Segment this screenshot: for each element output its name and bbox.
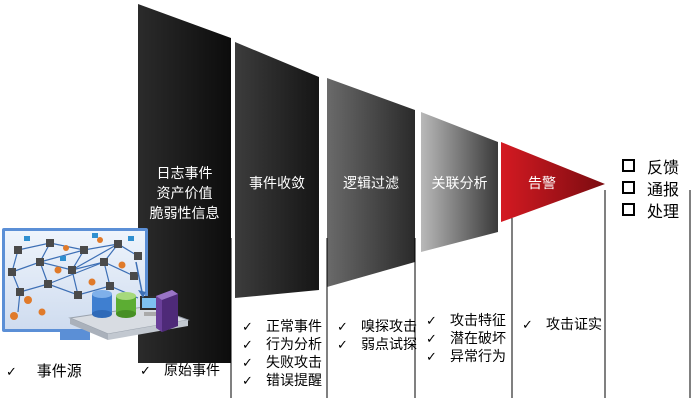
col4-item: ✓ 潜在破坏 [426, 330, 506, 349]
col5-text: 攻击证实 [546, 317, 602, 333]
stage-line: 资产价值 [156, 186, 213, 202]
col4-text: 异常行为 [450, 349, 506, 365]
check-icon: ✓ [242, 374, 253, 389]
check-icon: ✓ [337, 320, 348, 335]
col4-text: 攻击特征 [450, 313, 506, 329]
col3-text: 弱点试探 [361, 337, 417, 353]
check-icon: ✓ [242, 338, 253, 353]
checkbox-icon [622, 203, 635, 216]
check-icon: ✓ [337, 338, 348, 353]
col5-item: ✓ 攻击证实 [522, 316, 602, 335]
computer [140, 296, 158, 316]
col2-text: 错误提醒 [266, 373, 322, 389]
col2-item: ✓ 错误提醒 [242, 372, 322, 391]
col2-text: 正常事件 [266, 319, 322, 335]
stage-shape-3 [327, 78, 415, 287]
col3-text: 嗅探攻击 [361, 319, 417, 335]
database-green [116, 292, 136, 318]
col2-item: ✓ 正常事件 [242, 318, 322, 337]
col2-item: ✓ 失败攻击 [242, 354, 322, 373]
check-icon: ✓ [242, 356, 253, 371]
stage-label-event-convergence: 事件收敛 [235, 174, 319, 194]
checkbox-icon [622, 181, 635, 194]
stage-label-correlation: 关联分析 [421, 174, 498, 194]
checkbox-icon [622, 159, 635, 172]
event-source-label: ✓ 事件源 [6, 362, 82, 382]
event-source-text: 事件源 [36, 362, 82, 380]
monitor-stand [60, 332, 90, 340]
output-label: 处理 [647, 202, 680, 221]
server-tower [156, 290, 178, 332]
check-icon: ✓ [242, 320, 253, 335]
stage-shape-1 [138, 4, 231, 363]
col1-item: ✓ 原始事件 [140, 362, 220, 381]
col3-item: ✓ 弱点试探 [337, 336, 417, 355]
output-label: 通报 [647, 180, 680, 199]
stage-line: 日志事件 [156, 166, 213, 182]
stage-label-alert: 告警 [512, 174, 572, 194]
check-icon: ✓ [6, 365, 17, 380]
check-icon: ✓ [426, 332, 437, 347]
col2-text: 行为分析 [266, 337, 322, 353]
stage-label-log-events: 日志事件 资产价值 脆弱性信息 [138, 164, 231, 224]
col1-text: 原始事件 [164, 363, 220, 379]
output-item-report: 通报 [622, 179, 679, 201]
database-blue [92, 290, 112, 318]
output-label: 反馈 [647, 158, 680, 177]
stage-line: 事件收敛 [249, 176, 305, 192]
stage-line: 逻辑过滤 [343, 176, 399, 192]
col4-item: ✓ 异常行为 [426, 348, 506, 367]
col2-item: ✓ 行为分析 [242, 336, 322, 355]
stage-shape-2 [235, 42, 319, 298]
stage-line: 告警 [528, 176, 556, 192]
output-item-feedback: 反馈 [622, 157, 679, 179]
check-icon: ✓ [140, 364, 151, 379]
stage-shape-4 [421, 112, 498, 252]
col2-text: 失败攻击 [266, 355, 322, 371]
network-illustration [2, 228, 190, 340]
col4-text: 潜在破坏 [450, 331, 506, 347]
stage-line: 脆弱性信息 [149, 206, 220, 222]
stage-line: 关联分析 [431, 176, 488, 192]
col4-item: ✓ 攻击特征 [426, 312, 506, 331]
col3-item: ✓ 嗅探攻击 [337, 318, 417, 337]
stage-shape-5 [501, 142, 605, 222]
check-icon: ✓ [522, 318, 533, 333]
stage-label-logic-filter: 逻辑过滤 [327, 174, 415, 194]
check-icon: ✓ [426, 350, 437, 365]
check-icon: ✓ [426, 314, 437, 329]
output-item-handle: 处理 [622, 201, 679, 223]
